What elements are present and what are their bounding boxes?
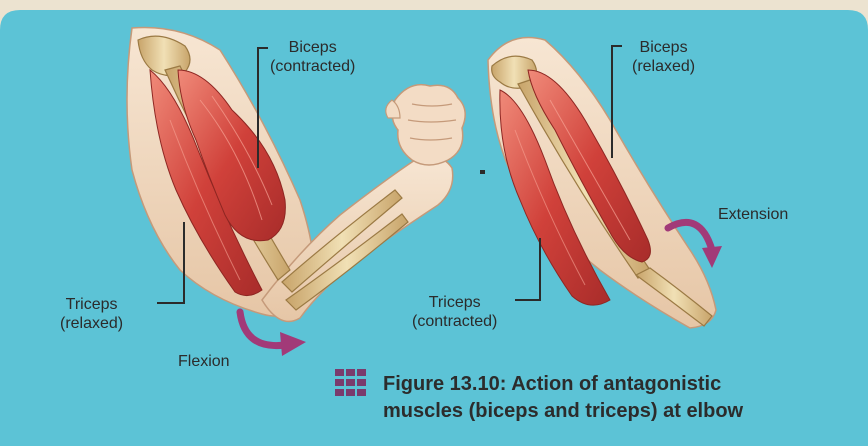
figure-caption-line2: muscles (biceps and triceps) at elbow bbox=[383, 398, 863, 425]
triceps-relaxed-label: Triceps (relaxed) bbox=[60, 295, 123, 333]
biceps-relaxed-label: Biceps (relaxed) bbox=[632, 38, 695, 76]
figure-caption: Figure 13.10: Action of antagonistic mus… bbox=[383, 371, 863, 425]
flexion-label: Flexion bbox=[178, 352, 230, 371]
biceps-contracted-label: Biceps (contracted) bbox=[270, 38, 355, 76]
figure-caption-line1: Figure 13.10: Action of antagonistic bbox=[383, 371, 863, 398]
extension-label: Extension bbox=[718, 205, 788, 224]
triceps-contracted-label: Triceps (contracted) bbox=[412, 293, 497, 331]
grid-icon bbox=[335, 369, 367, 396]
